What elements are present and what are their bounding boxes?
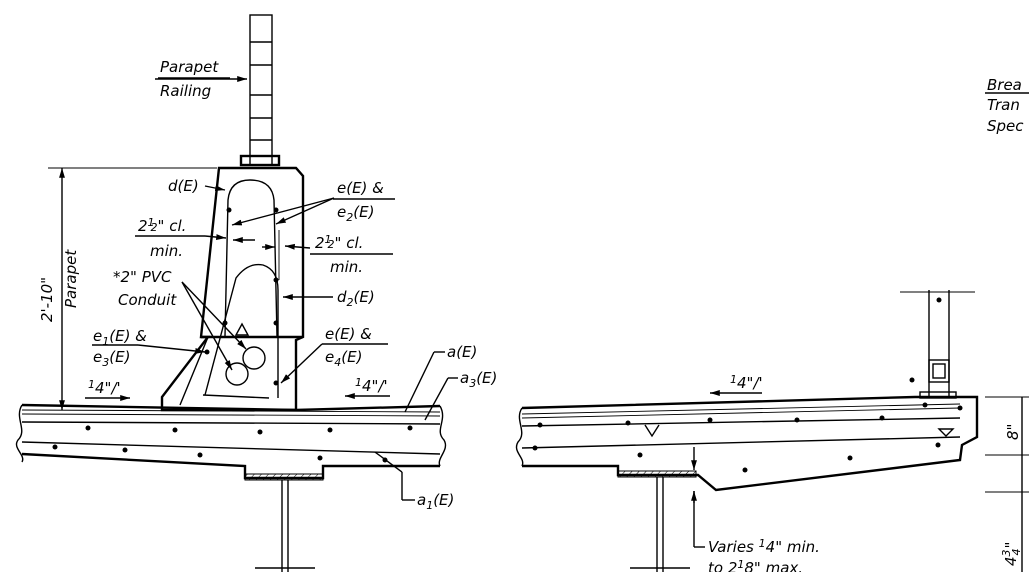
railing-post xyxy=(239,14,281,167)
overhang-section xyxy=(515,290,1029,572)
label-slope-right: 14"/' xyxy=(355,376,388,395)
label-e3-e: e3(E) xyxy=(93,348,130,369)
label-e-e2-1: e(E) & xyxy=(337,179,384,197)
label-parapet-vertical: Parapet xyxy=(62,249,80,308)
label-clear-left-min: min. xyxy=(150,242,183,260)
label-slope-left: 14"/' xyxy=(88,378,121,397)
rebar-d xyxy=(224,179,278,337)
label-a-e: a(E) xyxy=(447,343,477,361)
label-dim-8in: 8" xyxy=(1004,424,1022,440)
label-d-e: d(E) xyxy=(168,177,199,195)
label-e-e2-2: e2(E) xyxy=(337,203,374,224)
label-d2-e: d2(E) xyxy=(337,288,375,309)
label-a1-e: a1(E) xyxy=(417,491,454,512)
label-e1-e: e1(E) & xyxy=(93,327,147,348)
label-pvc-2: Conduit xyxy=(118,291,177,309)
annotations: Parapet Railing Brea Tran Spec d(E) e(E)… xyxy=(38,58,1024,572)
pvc-conduit-1 xyxy=(242,346,266,370)
label-parapet-height: 2'-10" xyxy=(38,277,56,322)
label-varies-1: Varies 14" min. xyxy=(708,537,820,556)
label-clear-left: 212" cl. xyxy=(138,216,186,235)
parapet-section xyxy=(160,14,305,412)
label-slope-center: 14"/' xyxy=(730,373,763,392)
label-clear-right: 212" cl. xyxy=(315,233,363,252)
label-dim-4-3-4in: 434" xyxy=(1000,542,1023,566)
label-e-e4-1: e(E) & xyxy=(325,325,372,343)
label-clear-right-min: min. xyxy=(330,258,363,276)
label-e4-e: e4(E) xyxy=(325,348,362,369)
label-breakaway-2: Tran xyxy=(987,96,1020,114)
label-railing: Railing xyxy=(160,82,211,100)
label-pvc-1: *2" PVC xyxy=(113,268,172,286)
left-deck-slab xyxy=(15,403,447,572)
label-a3-e: a3(E) xyxy=(460,369,497,390)
pvc-conduit-2 xyxy=(225,362,249,386)
label-breakaway-1: Brea xyxy=(987,76,1022,94)
label-varies-2: to 218" max. xyxy=(708,558,803,572)
rebar-d2 xyxy=(204,263,279,398)
label-parapet: Parapet xyxy=(160,58,219,76)
label-breakaway-3: Spec xyxy=(987,117,1024,135)
